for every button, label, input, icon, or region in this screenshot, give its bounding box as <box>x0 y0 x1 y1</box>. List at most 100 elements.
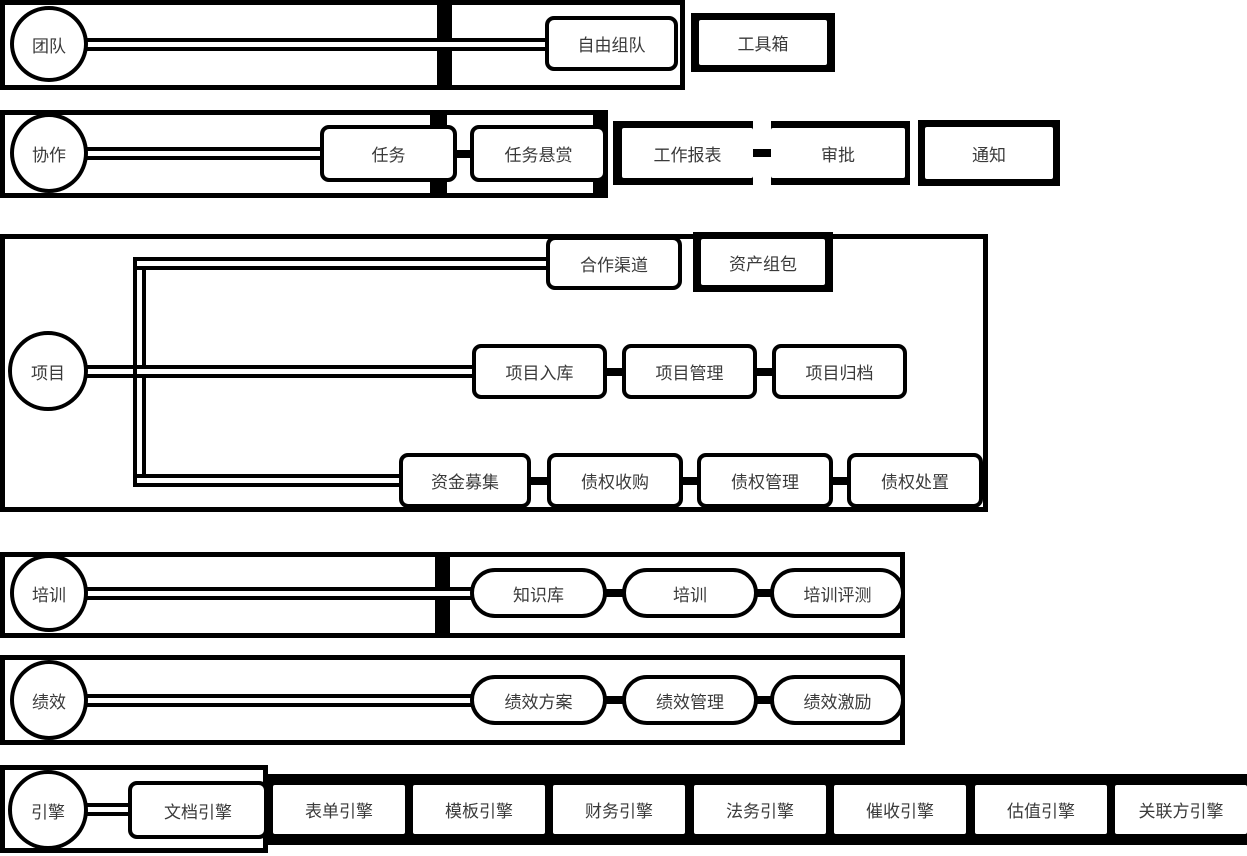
node-finance-engine[interactable]: 财务引擎 <box>553 785 685 834</box>
node-notice-label: 通知 <box>972 145 1006 165</box>
node-debt-manage-label: 债权管理 <box>731 473 799 492</box>
training-connector-line <box>85 587 475 600</box>
node-perf-manage[interactable]: 绩效管理 <box>622 675 758 725</box>
node-debt-dispose[interactable]: 债权处置 <box>847 453 983 508</box>
node-debt-manage[interactable]: 债权管理 <box>697 453 833 508</box>
node-toolbox-frame: 工具箱 <box>691 13 835 72</box>
node-debt-purchase[interactable]: 债权收购 <box>547 453 683 508</box>
node-template-engine-label: 模板引擎 <box>445 802 513 821</box>
node-debt-dispose-label: 债权处置 <box>881 473 949 492</box>
node-free-team-label: 自由组队 <box>577 36 646 55</box>
node-training-eval[interactable]: 培训评测 <box>770 568 905 618</box>
node-asset-package-frame: 资产组包 <box>693 232 833 292</box>
node-task-bounty-label: 任务悬赏 <box>504 146 573 165</box>
training-link-2 <box>757 589 771 597</box>
node-perf-plan-label: 绩效方案 <box>504 692 573 712</box>
node-toolbox-label: 工具箱 <box>737 35 789 54</box>
frame-gap-bottom <box>753 157 771 185</box>
project-row-container <box>0 234 988 512</box>
project-archive-link <box>756 368 773 376</box>
node-related-party-engine[interactable]: 关联方引擎 <box>1115 785 1247 834</box>
node-engine-root[interactable]: 引擎 <box>8 770 88 850</box>
node-training-root[interactable]: 培训 <box>10 554 88 632</box>
node-form-engine-label: 表单引擎 <box>305 802 373 821</box>
node-work-report-label: 工作报表 <box>653 145 722 165</box>
node-doc-engine-label: 文档引擎 <box>164 802 232 822</box>
debt-purchase-link <box>530 477 548 485</box>
performance-link-1 <box>606 696 623 704</box>
node-fund-raise[interactable]: 资金募集 <box>399 453 531 508</box>
project-branch-bottom <box>137 474 401 487</box>
node-valuation-engine-label: 估值引擎 <box>1007 802 1075 821</box>
node-task-bounty[interactable]: 任务悬赏 <box>470 125 607 182</box>
debt-manage-link <box>682 477 698 485</box>
node-perf-incentive[interactable]: 绩效激励 <box>770 675 905 725</box>
node-collaboration-root-label: 协作 <box>32 145 66 165</box>
node-doc-engine[interactable]: 文档引擎 <box>128 781 268 839</box>
node-legal-engine-label: 法务引擎 <box>726 802 794 821</box>
node-knowledge-base-label: 知识库 <box>513 585 564 605</box>
project-branch-mid <box>137 365 474 378</box>
node-finance-engine-label: 财务引擎 <box>585 802 653 821</box>
node-perf-manage-label: 绩效管理 <box>656 692 724 712</box>
node-project-entry[interactable]: 项目入库 <box>472 344 607 399</box>
node-training-label: 培训 <box>673 585 707 605</box>
node-project-root[interactable]: 项目 <box>8 331 88 411</box>
node-work-report[interactable]: 工作报表 <box>622 128 753 178</box>
node-related-party-engine-label: 关联方引擎 <box>1138 802 1224 821</box>
work-report-approval-frame: 工作报表 审批 <box>613 121 910 185</box>
node-asset-package-label: 资产组包 <box>729 254 797 274</box>
node-toolbox[interactable]: 工具箱 <box>699 20 827 65</box>
node-task[interactable]: 任务 <box>320 125 457 182</box>
node-project-archive[interactable]: 项目归档 <box>772 344 907 399</box>
project-branch-top <box>137 257 548 270</box>
node-performance-root[interactable]: 绩效 <box>10 660 88 740</box>
node-project-entry-label: 项目入库 <box>505 364 574 383</box>
node-asset-package[interactable]: 资产组包 <box>701 239 825 285</box>
project-manage-link <box>606 368 623 376</box>
node-training[interactable]: 培训 <box>622 568 758 618</box>
node-free-team[interactable]: 自由组队 <box>545 16 678 71</box>
node-approval-label: 审批 <box>821 145 855 165</box>
engine-connector-line <box>84 803 132 816</box>
node-collaboration-root[interactable]: 协作 <box>10 113 88 193</box>
team-connector-line <box>85 38 547 51</box>
node-perf-plan[interactable]: 绩效方案 <box>470 675 607 725</box>
performance-connector-line <box>85 694 475 707</box>
node-team-root-label: 团队 <box>32 36 66 56</box>
node-project-archive-label: 项目归档 <box>805 364 874 383</box>
debt-dispose-link <box>832 477 848 485</box>
project-root-connector <box>85 365 140 378</box>
node-project-root-label: 项目 <box>31 363 65 383</box>
node-coop-channel[interactable]: 合作渠道 <box>546 236 682 290</box>
node-fund-raise-label: 资金募集 <box>431 473 499 492</box>
frame-gap-top <box>753 121 771 149</box>
engine-strip-frame: 表单引擎 模板引擎 财务引擎 法务引擎 催收引擎 估值引擎 关联方引擎 <box>266 774 1247 845</box>
performance-link-2 <box>757 696 771 704</box>
node-collection-engine[interactable]: 催收引擎 <box>834 785 966 834</box>
node-valuation-engine[interactable]: 估值引擎 <box>975 785 1107 834</box>
node-training-root-label: 培训 <box>32 585 66 605</box>
node-notice-frame: 通知 <box>918 120 1060 186</box>
collaboration-connector-line <box>85 147 322 160</box>
node-collection-engine-label: 催收引擎 <box>866 802 934 821</box>
node-legal-engine[interactable]: 法务引擎 <box>694 785 826 834</box>
node-template-engine[interactable]: 模板引擎 <box>413 785 545 834</box>
node-form-engine[interactable]: 表单引擎 <box>273 785 405 834</box>
training-link-1 <box>606 589 623 597</box>
node-perf-incentive-label: 绩效激励 <box>803 692 872 712</box>
node-notice[interactable]: 通知 <box>925 127 1053 179</box>
node-training-eval-label: 培训评测 <box>803 585 872 605</box>
node-coop-channel-label: 合作渠道 <box>580 255 648 275</box>
node-knowledge-base[interactable]: 知识库 <box>470 568 607 618</box>
node-project-manage[interactable]: 项目管理 <box>622 344 757 399</box>
node-task-label: 任务 <box>371 146 406 165</box>
node-team-root[interactable]: 团队 <box>10 6 88 82</box>
node-performance-root-label: 绩效 <box>32 692 66 712</box>
node-approval[interactable]: 审批 <box>771 128 905 178</box>
node-debt-purchase-label: 债权收购 <box>581 473 649 492</box>
node-project-manage-label: 项目管理 <box>655 364 724 383</box>
task-bounty-link <box>456 150 471 158</box>
node-engine-root-label: 引擎 <box>31 802 65 822</box>
